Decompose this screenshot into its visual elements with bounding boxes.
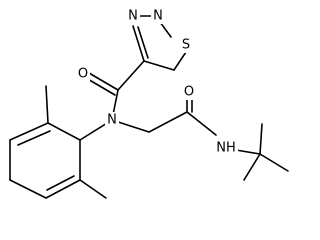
atom-label-nh: NH xyxy=(216,141,236,156)
dimethylphenyl-ring xyxy=(9,85,113,199)
atom-label-n-right: N xyxy=(153,9,163,24)
atom-labels: N N S O N O NH xyxy=(76,8,238,156)
atom-label-o-top: O xyxy=(78,67,88,82)
atom-label-n-left: N xyxy=(128,9,138,24)
molecule-structure-diagram: N N S O N O NH xyxy=(9,8,289,199)
amide-side-chain xyxy=(111,97,289,181)
atom-label-o-right: O xyxy=(184,85,194,100)
atom-label-s: S xyxy=(182,38,190,53)
carbonyl-group-top xyxy=(85,60,145,121)
thiadiazole-ring xyxy=(132,15,187,71)
atom-label-n-center: N xyxy=(107,113,117,128)
